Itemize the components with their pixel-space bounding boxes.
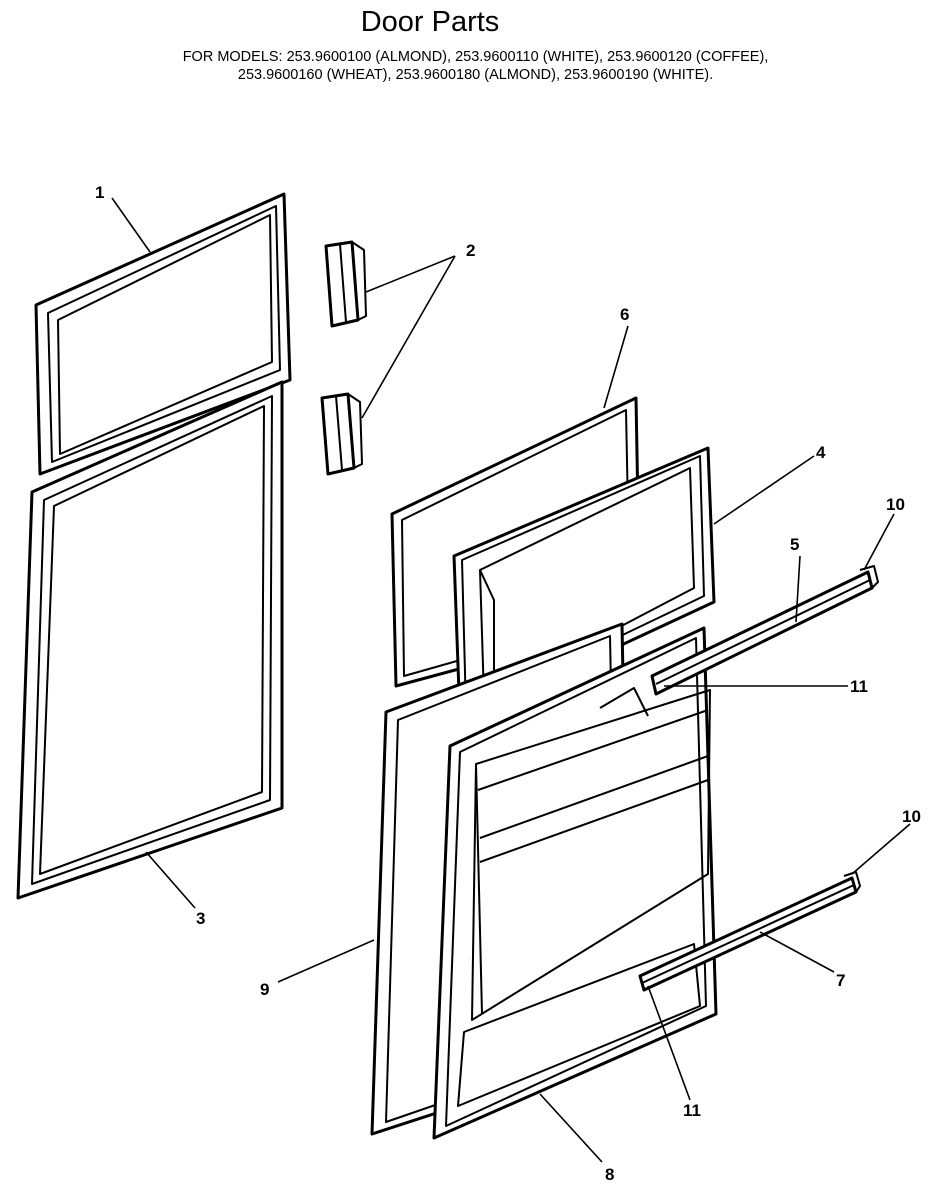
callout-9: 9 — [260, 980, 269, 999]
models-list: FOR MODELS: 253.9600100 (ALMOND), 253.96… — [0, 48, 951, 84]
callout-2: 2 — [466, 241, 475, 260]
fresh-food-door-gasket — [16, 380, 284, 900]
callout-10-lower: 10 — [902, 807, 921, 826]
callout-11-lower: 11 — [683, 1101, 701, 1120]
callout-8: 8 — [605, 1165, 614, 1184]
freezer-door-liner — [452, 446, 716, 722]
hinge-cover-lower — [320, 392, 363, 476]
freezer-door-gasket — [34, 192, 292, 476]
fresh-food-door-liner — [432, 626, 718, 1140]
callout-3: 3 — [196, 909, 205, 928]
lower-door-handle — [638, 871, 861, 992]
callout-1: 1 — [95, 183, 104, 202]
callout-7: 7 — [836, 971, 845, 990]
models-line-1: FOR MODELS: 253.9600100 (ALMOND), 253.96… — [182, 49, 769, 65]
upper-door-handle — [650, 565, 879, 696]
hinge-cover-upper — [324, 240, 367, 328]
models-line-2: 253.9600160 (WHEAT), 253.9600180 (ALMOND… — [237, 67, 714, 83]
leader-lines — [111, 197, 911, 1163]
callout-5: 5 — [790, 535, 799, 554]
callout-4: 4 — [816, 443, 826, 462]
page-title: Door Parts — [360, 6, 500, 38]
callout-11-upper: 11 — [850, 677, 868, 696]
callout-6: 6 — [620, 305, 629, 324]
callout-10-upper: 10 — [886, 495, 905, 514]
